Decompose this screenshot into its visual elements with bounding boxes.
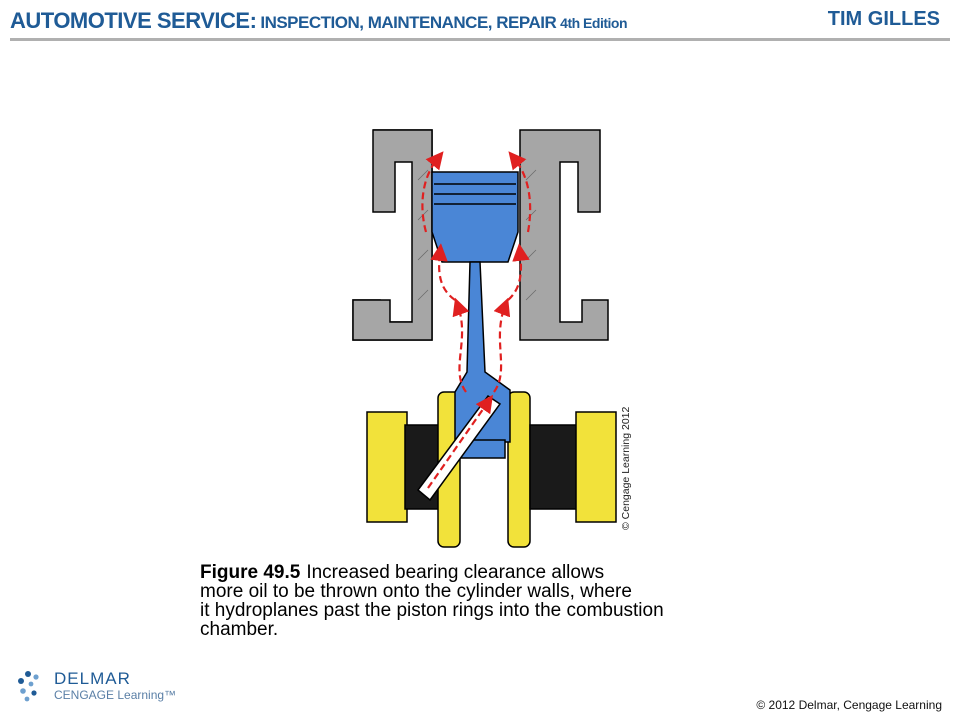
oil-arrow-left-lower — [430, 243, 456, 301]
title-main: AUTOMOTIVE SERVICE: — [10, 8, 257, 33]
piston-assembly — [431, 171, 519, 459]
crank-counterweight-right — [529, 424, 579, 510]
delmar-logo: DELMAR CENGAGE Learning™ — [14, 666, 184, 706]
caption-text-1: Increased bearing clearance allows — [306, 562, 605, 583]
piston — [431, 171, 519, 263]
oil-arrow-right-upper — [508, 151, 532, 233]
oil-arrow-left-upper — [421, 151, 444, 233]
crank-main-right — [507, 391, 531, 548]
crank-counterweight-left — [404, 424, 441, 510]
crankshaft — [366, 391, 617, 548]
author-name: TIM GILLES — [827, 8, 940, 30]
connecting-rod — [454, 261, 511, 443]
figure-number: Figure 49.5 — [200, 562, 301, 583]
oil-arrow-right-lower — [507, 243, 530, 301]
crank-cheek-right — [575, 411, 617, 523]
caption-line-4: chamber. — [200, 619, 279, 640]
caption-line-3: it hydroplanes past the piston rings int… — [200, 600, 664, 621]
book-title: AUTOMOTIVE SERVICE: INSPECTION, MAINTENA… — [10, 8, 627, 34]
cylinder-walls — [352, 129, 609, 341]
logo-mark-icon — [18, 671, 39, 702]
oil-arrow-left-rod — [452, 297, 470, 393]
logo-name: DELMAR — [54, 669, 131, 688]
crank-cheek-left — [366, 411, 408, 523]
title-edition: 4th Edition — [560, 15, 627, 31]
footer-copyright: © 2012 Delmar, Cengage Learning — [756, 698, 942, 712]
cylinder-wall-right-body — [519, 129, 609, 341]
oil-flow-arrows — [421, 151, 532, 489]
oil-arrow-right-rod — [493, 297, 511, 393]
logo-subtitle: CENGAGE Learning™ — [54, 688, 177, 702]
caption-line-2: more oil to be thrown onto the cylinder … — [200, 581, 632, 602]
header-rule — [10, 8, 950, 41]
title-sub: INSPECTION, MAINTENANCE, REPAIR — [260, 13, 557, 32]
cylinder-wall-left-body — [352, 129, 433, 341]
image-copyright: © Cengage Learning 2012 — [620, 406, 632, 530]
oil-arrow-passage — [427, 394, 494, 489]
